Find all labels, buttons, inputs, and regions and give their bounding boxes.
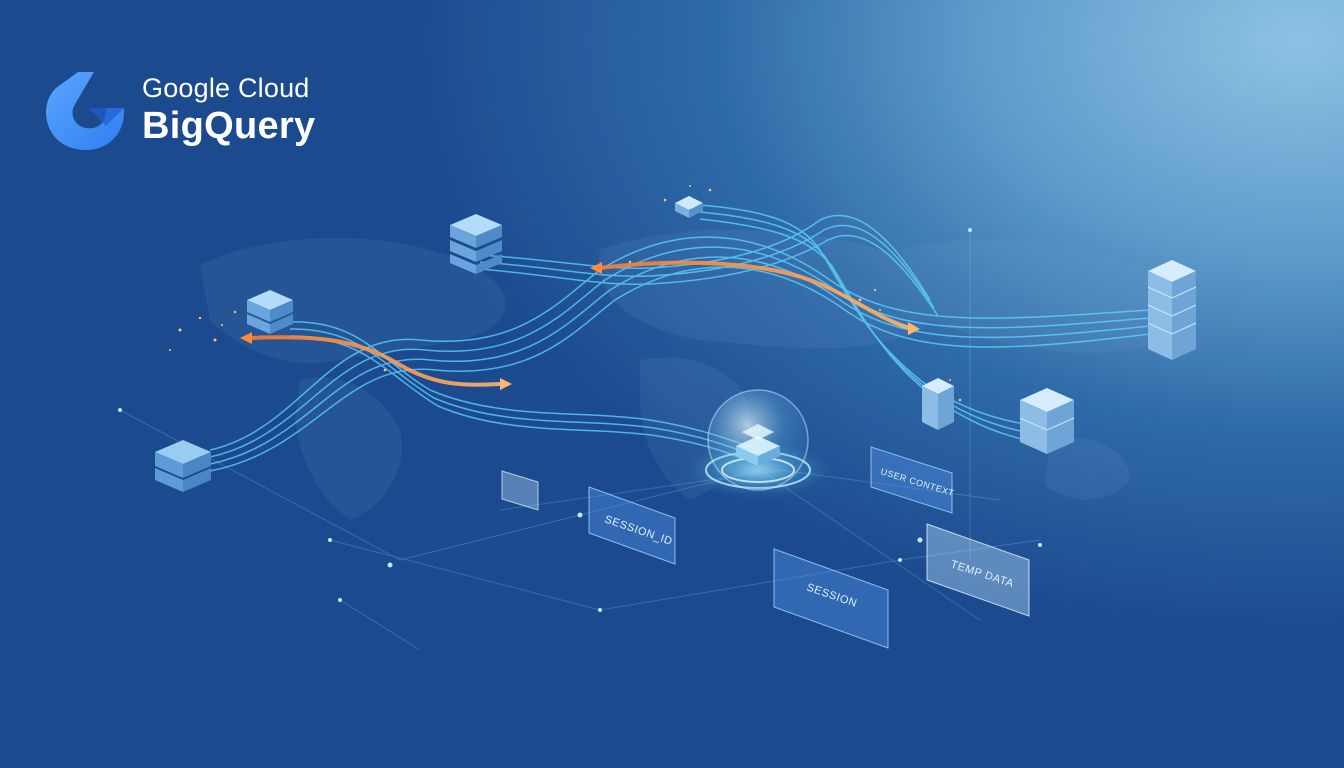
server-stack-icon: [675, 196, 703, 218]
floating-card-session-id: SESSION_ID: [588, 486, 676, 565]
brand-company-name: Google Cloud: [142, 73, 310, 103]
server-stack-icon: [1147, 260, 1197, 360]
floating-card-temp-data: TEMP DATA: [926, 523, 1030, 617]
server-stack-icon: [247, 290, 293, 334]
sparkle-particles: [169, 185, 962, 402]
flow-arrow-icon: [240, 260, 920, 390]
floating-card-blank: [501, 470, 539, 511]
data-stream-lines: [209, 204, 1151, 472]
floating-card-session: SESSION: [773, 548, 889, 649]
brand-product-name: BigQuery: [142, 105, 316, 147]
floating-card-user-context: USER CONTEXT: [870, 446, 956, 514]
server-stack-icon: [450, 214, 502, 274]
bigquery-logo-icon: [46, 72, 124, 150]
server-stack-icon: [155, 440, 211, 492]
server-stack-icon: [922, 378, 954, 430]
data-hub-sphere-icon: [688, 389, 828, 496]
server-stack-icon: [1019, 388, 1075, 454]
grid-nodes: [118, 228, 1042, 612]
brand-header: Google Cloud BigQuery: [44, 68, 315, 152]
